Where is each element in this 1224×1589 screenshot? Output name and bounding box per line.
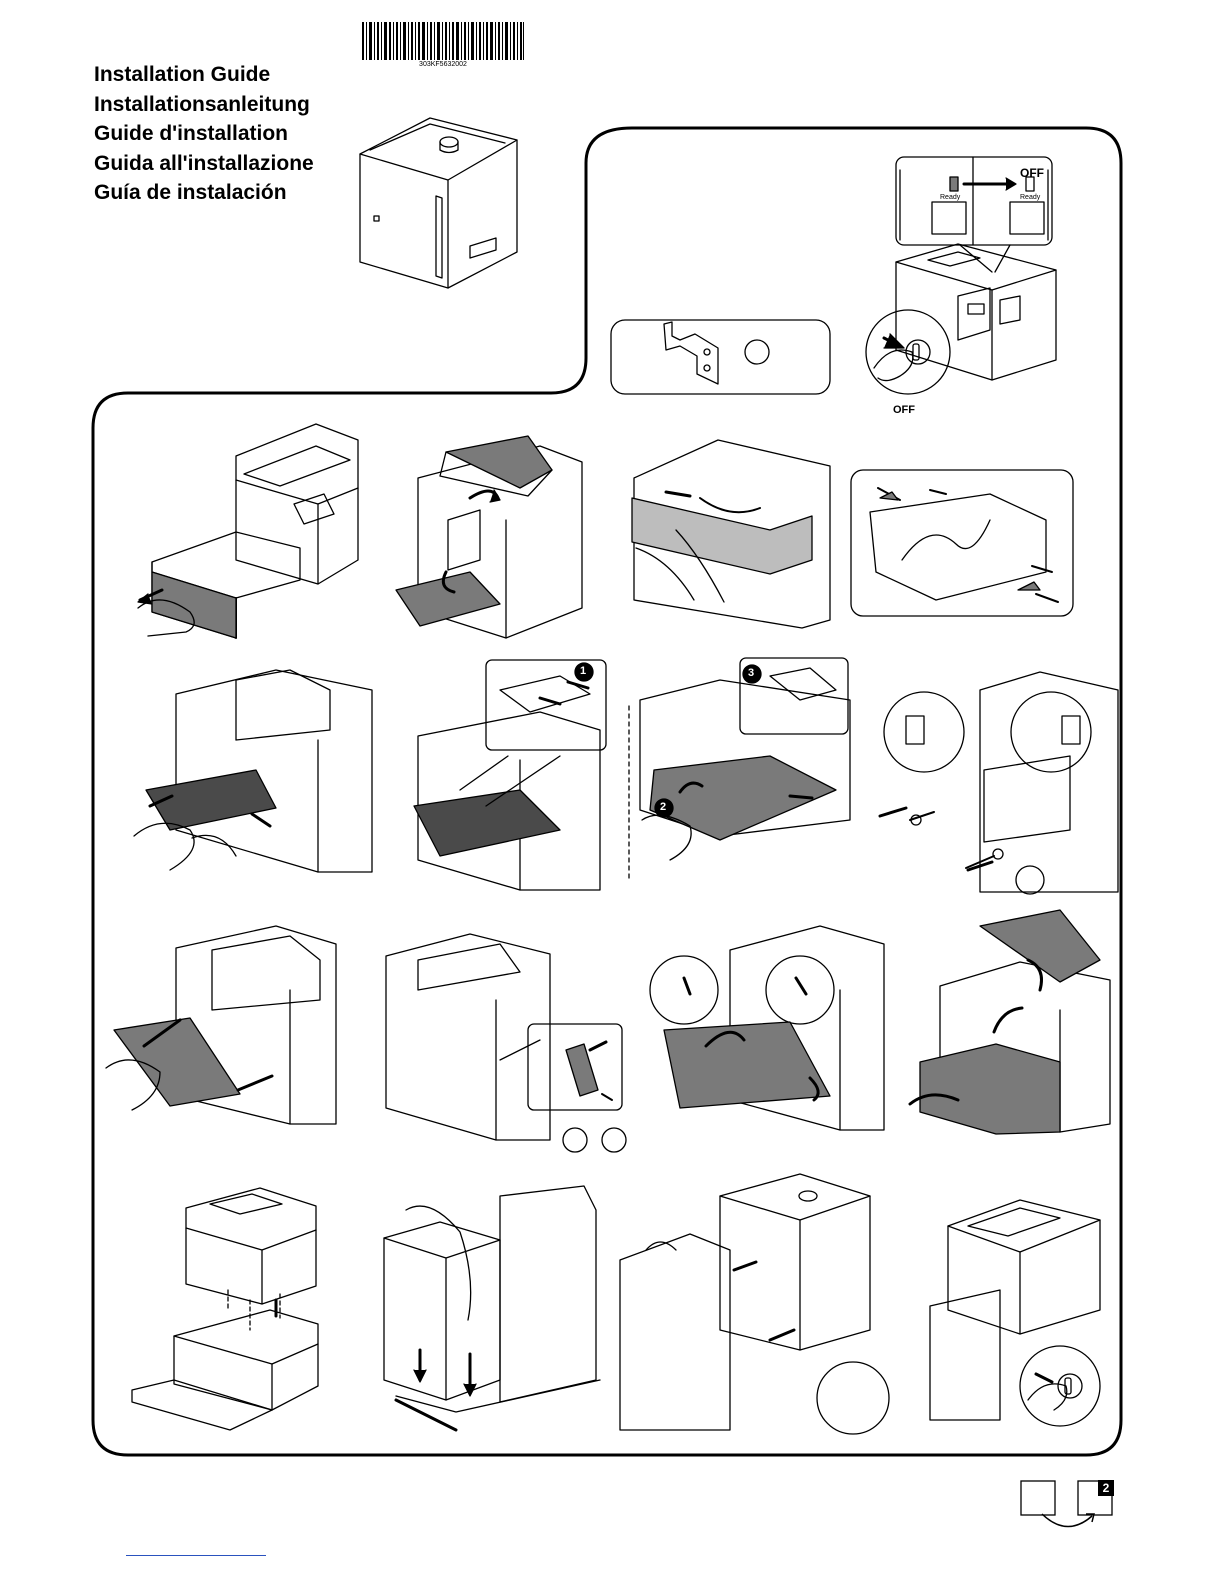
step-release-lock-2-3 (629, 658, 850, 880)
title-en: Installation Guide (94, 60, 314, 90)
title-de: Installationsanleitung (94, 90, 314, 120)
title-fr: Guide d'installation (94, 119, 314, 149)
page-number-badge: 2 (1098, 1480, 1114, 1496)
guide-titles: Installation Guide Installationsanleitun… (94, 60, 314, 208)
step-install-option-unit (384, 1186, 600, 1430)
step-power-on (930, 1200, 1100, 1426)
ready-right-label: Ready (1020, 194, 1040, 201)
bracket-part-icon (611, 320, 830, 394)
step-remove-transfer-unit (106, 926, 336, 1124)
power-off-illustration (866, 157, 1056, 394)
barcode-code: 303KF5632002 (362, 61, 524, 68)
step-number-3: 3 (748, 667, 754, 679)
step-place-on-feeder (132, 1188, 318, 1430)
panel-off-label: OFF (1020, 166, 1044, 180)
step-number-1: 1 (580, 665, 586, 677)
step-remove-cassette (138, 424, 358, 638)
step-open-front-cover (396, 436, 582, 638)
step-remove-developer (632, 440, 1073, 628)
step-number-2: 2 (660, 801, 666, 813)
step-pull-out-unit (134, 670, 372, 872)
option-unit-illustration (360, 118, 517, 288)
step-slide-option-unit (620, 1174, 889, 1434)
step-close-cover-insert-cassette (910, 910, 1110, 1134)
step-attach-bracket (386, 934, 626, 1152)
step-remove-screws (880, 672, 1118, 894)
power-off-label: OFF (893, 404, 915, 416)
step-release-lock-1 (414, 660, 606, 890)
step-install-transfer-unit (650, 926, 884, 1130)
title-it: Guida all'installazione (94, 149, 314, 179)
footer-link-line (126, 1555, 266, 1556)
title-es: Guía de instalación (94, 178, 314, 208)
ready-left-label: Ready (940, 194, 960, 201)
barcode (362, 22, 524, 60)
